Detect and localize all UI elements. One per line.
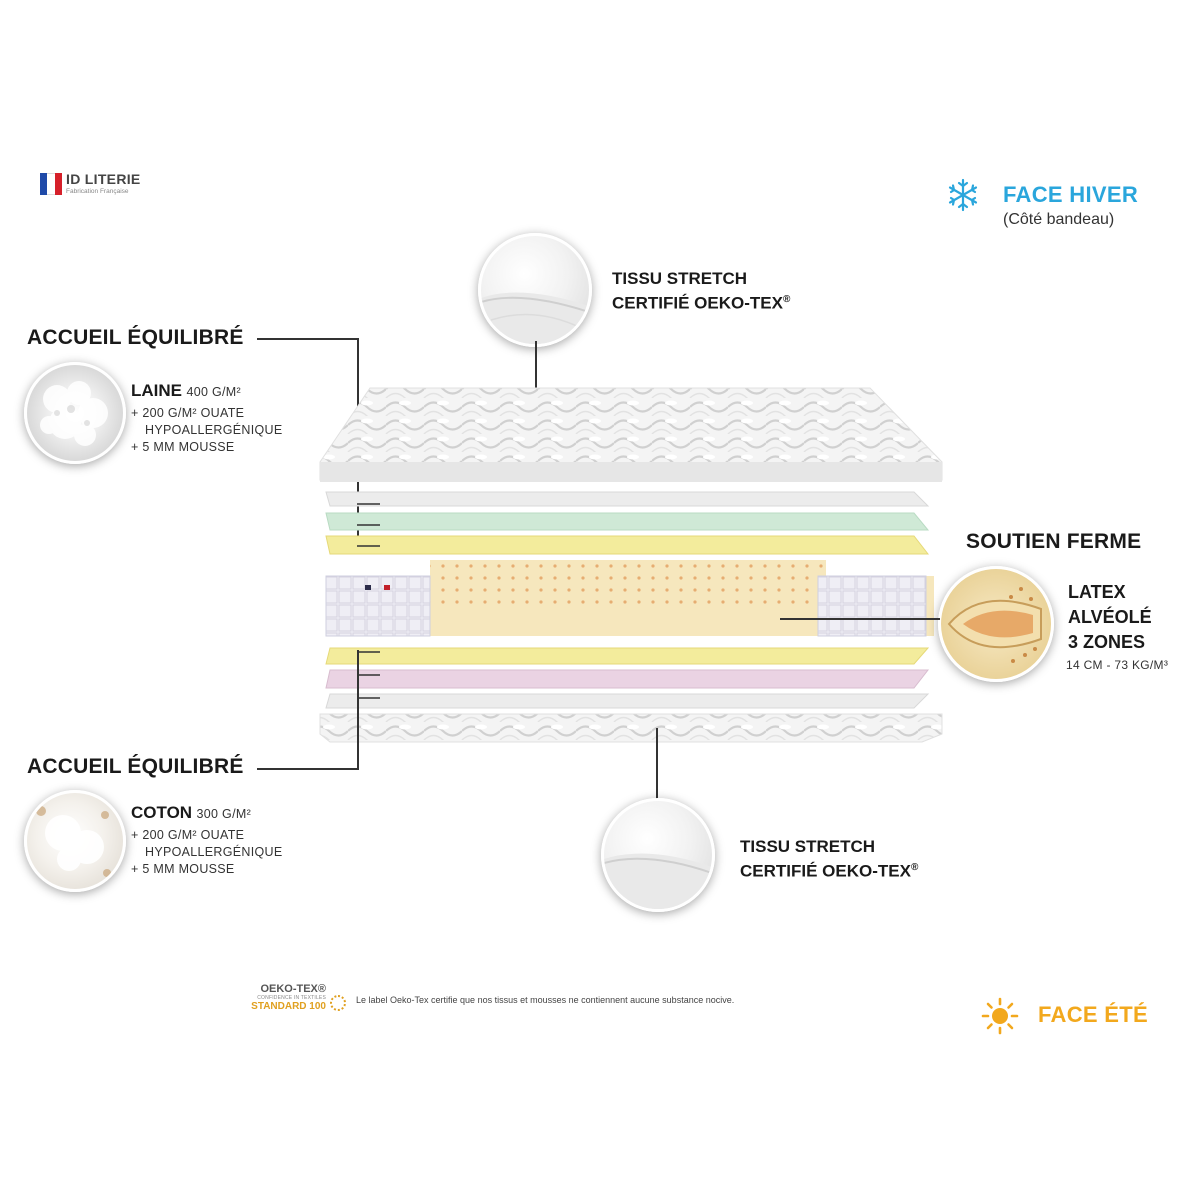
support-line2: ALVÉOLÉ <box>1068 607 1152 627</box>
bottom-fabric-line1: TISSU STRETCH <box>740 837 876 856</box>
support-spec: 14 CM - 73 KG/M³ <box>1066 658 1169 672</box>
oeko-logo-title: OEKO-TEX® <box>260 983 326 995</box>
comfort-bottom-heading: ACCUEIL ÉQUILIBRÉ <box>27 755 244 778</box>
oeko-sun-icon <box>330 995 346 1011</box>
bottom-fabric-label: TISSU STRETCH CERTIFIÉ OEKO-TEX® <box>740 836 918 882</box>
top-fabric-mark: ® <box>782 294 791 305</box>
support-heading: SOUTIEN FERME <box>966 530 1142 553</box>
bottom-cover-layer <box>319 713 943 743</box>
comfort-top-layers <box>325 491 930 555</box>
comfort-bottom-weight: 300 G/M² <box>196 807 252 821</box>
brand-name: ID LITERIE <box>66 171 141 187</box>
support-connector <box>780 618 940 620</box>
top-fabric-label: TISSU STRETCH CERTIFIÉ OEKO-TEX® <box>612 268 790 314</box>
wool-swatch <box>24 362 126 464</box>
top-fabric-swatch <box>478 233 592 347</box>
comfort-bottom-connector-vertical <box>357 650 359 770</box>
latex-core <box>325 560 934 637</box>
comfort-bottom-text: COTON 300 G/M² + 200 G/M² OUATE HYPOALLE… <box>131 802 282 878</box>
comfort-bottom-material: COTON <box>131 803 193 822</box>
bottom-fabric-mark: ® <box>910 862 919 873</box>
comfort-bottom-line3: + 5 MM MOUSSE <box>131 862 235 876</box>
brand-logo: ID LITERIE Fabrication Française <box>40 172 141 196</box>
comfort-bottom-line2: HYPOALLERGÉNIQUE <box>145 845 283 859</box>
top-cover-layer <box>319 387 943 482</box>
comfort-top-connector <box>257 338 359 340</box>
sun-icon <box>980 996 1020 1041</box>
oeko-logo-standard: STANDARD 100 <box>251 1001 326 1012</box>
top-fabric-connector <box>535 341 537 421</box>
french-flag-icon <box>40 173 62 195</box>
comfort-bottom-connector <box>257 768 359 770</box>
bottom-fabric-connector <box>656 728 658 814</box>
mattress-illustration <box>310 380 950 750</box>
brand-tagline: Fabrication Française <box>66 188 129 195</box>
bottom-fabric-swatch <box>601 798 715 912</box>
comfort-top-text: LAINE 400 G/M² + 200 G/M² OUATE HYPOALLE… <box>131 380 282 456</box>
support-line3: 3 ZONES <box>1068 632 1146 652</box>
bottom-fabric-line2: CERTIFIÉ OEKO-TEX <box>740 861 911 881</box>
comfort-top-line3: + 5 MM MOUSSE <box>131 440 235 454</box>
winter-subtitle: (Côté bandeau) <box>1003 211 1115 228</box>
comfort-top-line1: + 200 G/M² OUATE <box>131 406 245 420</box>
comfort-top-material: LAINE <box>131 381 182 400</box>
top-fabric-line1: TISSU STRETCH <box>612 269 748 288</box>
comfort-bottom-line1: + 200 G/M² OUATE <box>131 828 245 842</box>
latex-swatch <box>938 566 1054 682</box>
oeko-logo-sub: CONFIDENCE IN TEXTILES <box>257 995 326 1001</box>
top-fabric-line2: CERTIFIÉ OEKO-TEX <box>612 293 783 313</box>
comfort-top-line2: HYPOALLERGÉNIQUE <box>145 423 283 437</box>
oeko-note: Le label Oeko-Tex certifie que nos tissu… <box>356 995 735 1005</box>
support-text: LATEX ALVÉOLÉ 3 ZONES <box>1068 580 1152 655</box>
comfort-top-weight: 400 G/M² <box>186 385 241 399</box>
oeko-tex-logo: OEKO-TEX® CONFIDENCE IN TEXTILES STANDAR… <box>228 983 348 1012</box>
winter-title: FACE HIVER <box>1003 182 1139 207</box>
comfort-bottom-layers <box>325 647 930 709</box>
cotton-swatch <box>24 790 126 892</box>
snowflake-icon <box>946 178 980 217</box>
summer-title: FACE ÉTÉ <box>1038 1002 1148 1027</box>
comfort-top-heading: ACCUEIL ÉQUILIBRÉ <box>27 326 244 349</box>
support-line1: LATEX <box>1068 582 1126 602</box>
